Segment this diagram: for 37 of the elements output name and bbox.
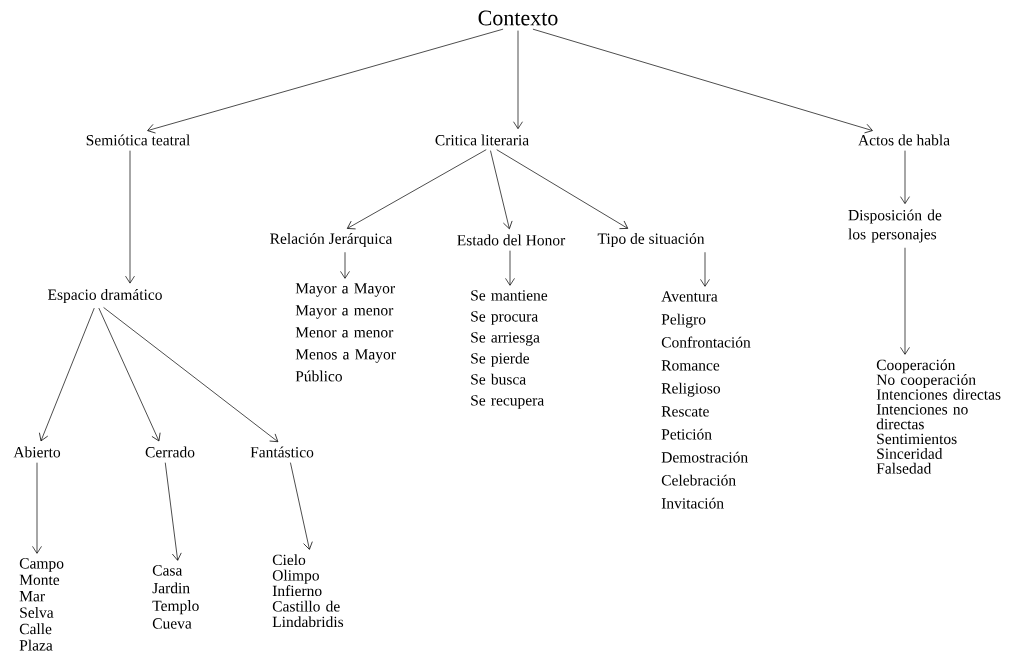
arrow — [125, 150, 135, 284]
text-list: Cooperación No cooperación Intenciones directas Intenciones no directas Sentimientos Sinceridad Falsedad — [876, 359, 1001, 474]
topic-label: Relación Jerárquica — [270, 232, 393, 248]
arrow — [700, 251, 710, 287]
title-text: Contexto — [478, 10, 558, 26]
topic-label: Critica literaria — [435, 134, 529, 146]
topic-label: Estado del Honor — [457, 234, 566, 246]
arrow — [505, 250, 515, 286]
text-list: Aventura Peligro Confrontación Romance Religioso Rescate Petición Demostración Celebración Invitación — [661, 291, 751, 509]
text-list: Casa Jardin Templo Cueva — [152, 565, 199, 629]
topic-label: Cerrado — [145, 446, 195, 458]
arrow — [290, 462, 313, 550]
topic-label: Semiótica teatral — [86, 134, 190, 146]
text-list: Se mantiene Se procura Se arriesga Se pierde Se busca Se recupera — [471, 290, 548, 409]
topic-label: Fantástico — [250, 446, 314, 458]
topic-label: Tipo de situación — [597, 232, 705, 248]
arrow — [164, 462, 182, 561]
arrow — [346, 149, 487, 230]
topic-label: Abierto — [13, 446, 61, 458]
text-list: Cielo Olimpo Infierno Castillo de Lindabridis — [272, 554, 344, 628]
arrow — [496, 149, 629, 229]
arrow — [900, 247, 910, 355]
arrow — [900, 150, 910, 204]
arrow — [39, 307, 95, 442]
topic-label: Espacio dramático — [48, 288, 162, 304]
arrow — [532, 28, 873, 134]
arrow — [147, 28, 504, 134]
arrow — [98, 307, 161, 442]
text-list: Campo Monte Mar Selva Calle Plaza — [19, 558, 64, 651]
arrow — [513, 30, 523, 130]
arrow — [32, 462, 42, 554]
topic-label: Disposición de los personajes — [848, 209, 942, 243]
arrow — [490, 150, 513, 230]
arrow — [340, 251, 350, 279]
topic-label: Actos de habla — [858, 134, 950, 146]
arrow — [103, 307, 279, 443]
text-list: Mayor a Mayor Mayor a menor Menor a menor Menos a Mayor Público — [295, 283, 396, 382]
